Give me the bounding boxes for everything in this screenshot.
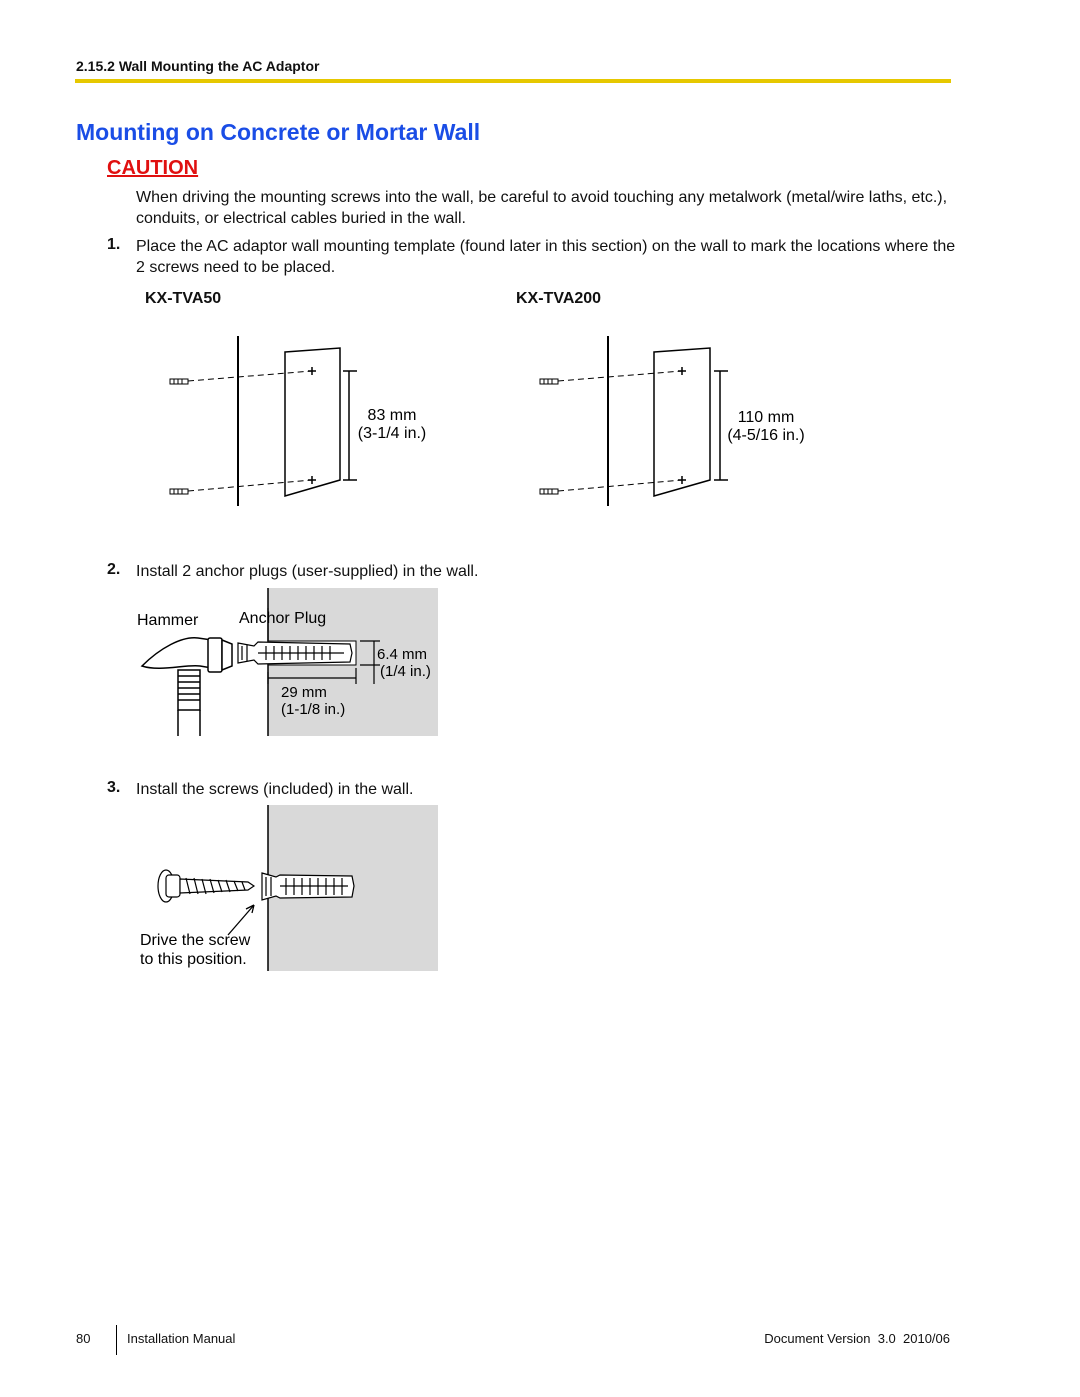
length-mm: 29 mm <box>281 684 327 701</box>
screw-install-figure: Drive the screw to this position. <box>140 805 438 971</box>
page-title: Mounting on Concrete or Mortar Wall <box>76 119 481 145</box>
diameter-mm: 6.4 mm <box>377 646 427 663</box>
step-3-text: Install the screws (included) in the wal… <box>136 781 414 798</box>
step-2-text: Install 2 anchor plugs (user-supplied) i… <box>136 563 479 580</box>
anchor-label: Anchor Plug <box>239 610 326 627</box>
screw-bottom-icon <box>539 488 559 495</box>
anchor-plug-figure: Hammer Anchor Plug 6.4 mm (1/4 in.) 29 m… <box>137 588 438 736</box>
note-line-2: to this position. <box>140 951 247 968</box>
caution-label: CAUTION <box>107 157 199 179</box>
diameter-dimension <box>360 640 380 684</box>
dimension-arrow <box>714 370 728 481</box>
hammer-icon <box>140 637 233 736</box>
anchor-plug-icon <box>237 641 353 665</box>
dim-in: (3-1/4 in.) <box>358 425 426 442</box>
pointer-arrow-icon <box>227 904 255 936</box>
model-label-kx-tva50: KX-TVA50 <box>145 290 222 307</box>
mark-top <box>678 367 686 375</box>
mark-top <box>308 367 316 375</box>
caution-text: When driving the mounting screws into th… <box>136 189 948 227</box>
dimension-arrow <box>343 370 357 481</box>
document-version: Document Version 3.0 2010/06 <box>764 1331 950 1346</box>
template-figure-kx-tva50: 83 mm (3-1/4 in.) <box>169 336 426 506</box>
mounting-template <box>284 347 341 497</box>
section-heading: 2.15.2 Wall Mounting the AC Adaptor <box>76 58 320 74</box>
step-1-text: Place the AC adaptor wall mounting templ… <box>136 238 956 276</box>
header-rule <box>75 79 951 83</box>
dim-in: (4-5/16 in.) <box>727 427 804 444</box>
diameter-in: (1/4 in.) <box>380 663 431 680</box>
mark-bottom <box>678 476 686 484</box>
step-2-number: 2. <box>107 561 121 578</box>
length-dimension <box>267 668 357 684</box>
dim-mm: 83 mm <box>368 407 417 424</box>
length-in: (1-1/8 in.) <box>281 701 345 718</box>
model-label-kx-tva200: KX-TVA200 <box>516 290 602 307</box>
anchor-plug-icon <box>261 872 355 901</box>
mounting-template <box>653 347 711 497</box>
dim-mm: 110 mm <box>738 409 795 426</box>
hammer-label: Hammer <box>137 612 199 629</box>
screw-icon <box>157 869 256 903</box>
template-figure-kx-tva200: 110 mm (4-5/16 in.) <box>539 336 805 506</box>
step-1-number: 1. <box>107 236 121 253</box>
note-line-1: Drive the screw <box>140 932 251 949</box>
footer-divider <box>116 1325 117 1355</box>
step-3-number: 3. <box>107 779 121 796</box>
manual-title: Installation Manual <box>127 1331 236 1346</box>
mark-bottom <box>308 476 316 484</box>
screw-bottom-icon <box>169 488 189 495</box>
screw-top-icon <box>539 378 559 385</box>
page-number: 80 <box>76 1331 91 1346</box>
screw-top-icon <box>169 378 189 385</box>
